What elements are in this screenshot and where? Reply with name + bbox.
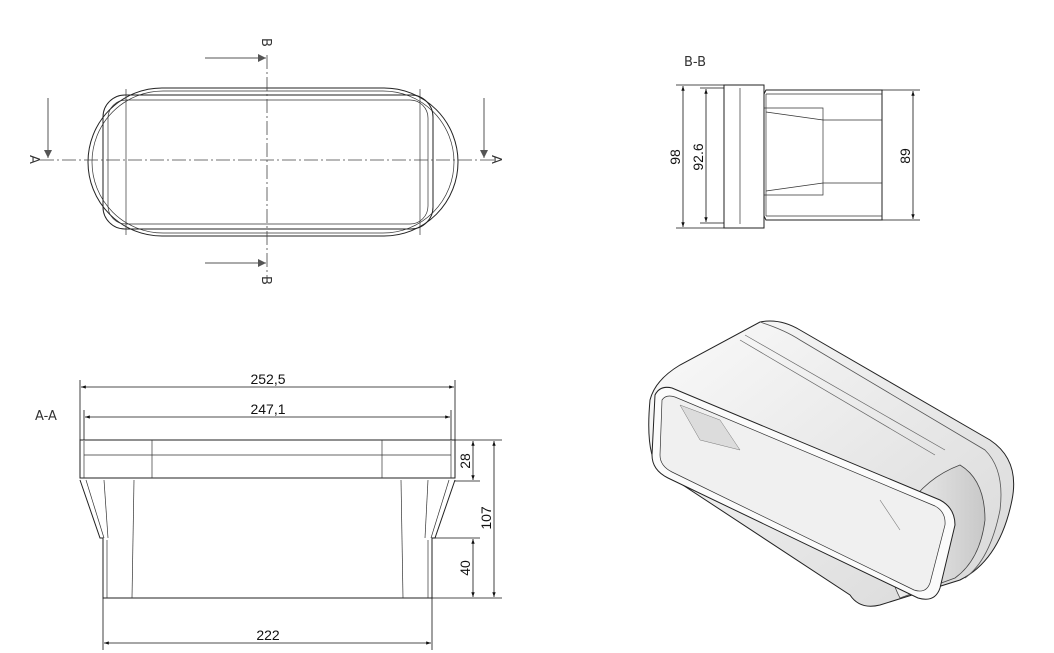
section-mark-b-bottom: B [258,276,273,285]
section-bb-title: B-B [684,55,706,70]
section-bb: B-B 98 92.6 89 [667,55,920,229]
dim-inner-width: 247,1 [250,401,285,417]
section-mark-a-left: A [26,155,41,164]
top-view: B B A A [26,38,503,285]
dim-outer-height: 98 [667,149,683,165]
dim-total-height: 107 [478,506,494,530]
inner-outline [102,94,434,230]
section-aa-title: A-A [35,409,57,424]
section-mark-a-right: A [488,155,503,164]
dim-inner-height: 92.6 [690,143,706,170]
outer-outline [87,87,459,237]
section-mark-b-top: B [258,38,273,47]
dim-spigot-height: 40 [457,560,473,576]
isometric-view [648,320,1015,607]
dim-flange-height: 28 [457,453,473,469]
dim-overall-width: 252,5 [250,371,285,387]
dim-outlet-height: 89 [897,148,913,164]
dim-bottom-width: 222 [256,627,280,643]
section-aa: A-A 252,5 247,1 222 28 10 [35,371,502,650]
